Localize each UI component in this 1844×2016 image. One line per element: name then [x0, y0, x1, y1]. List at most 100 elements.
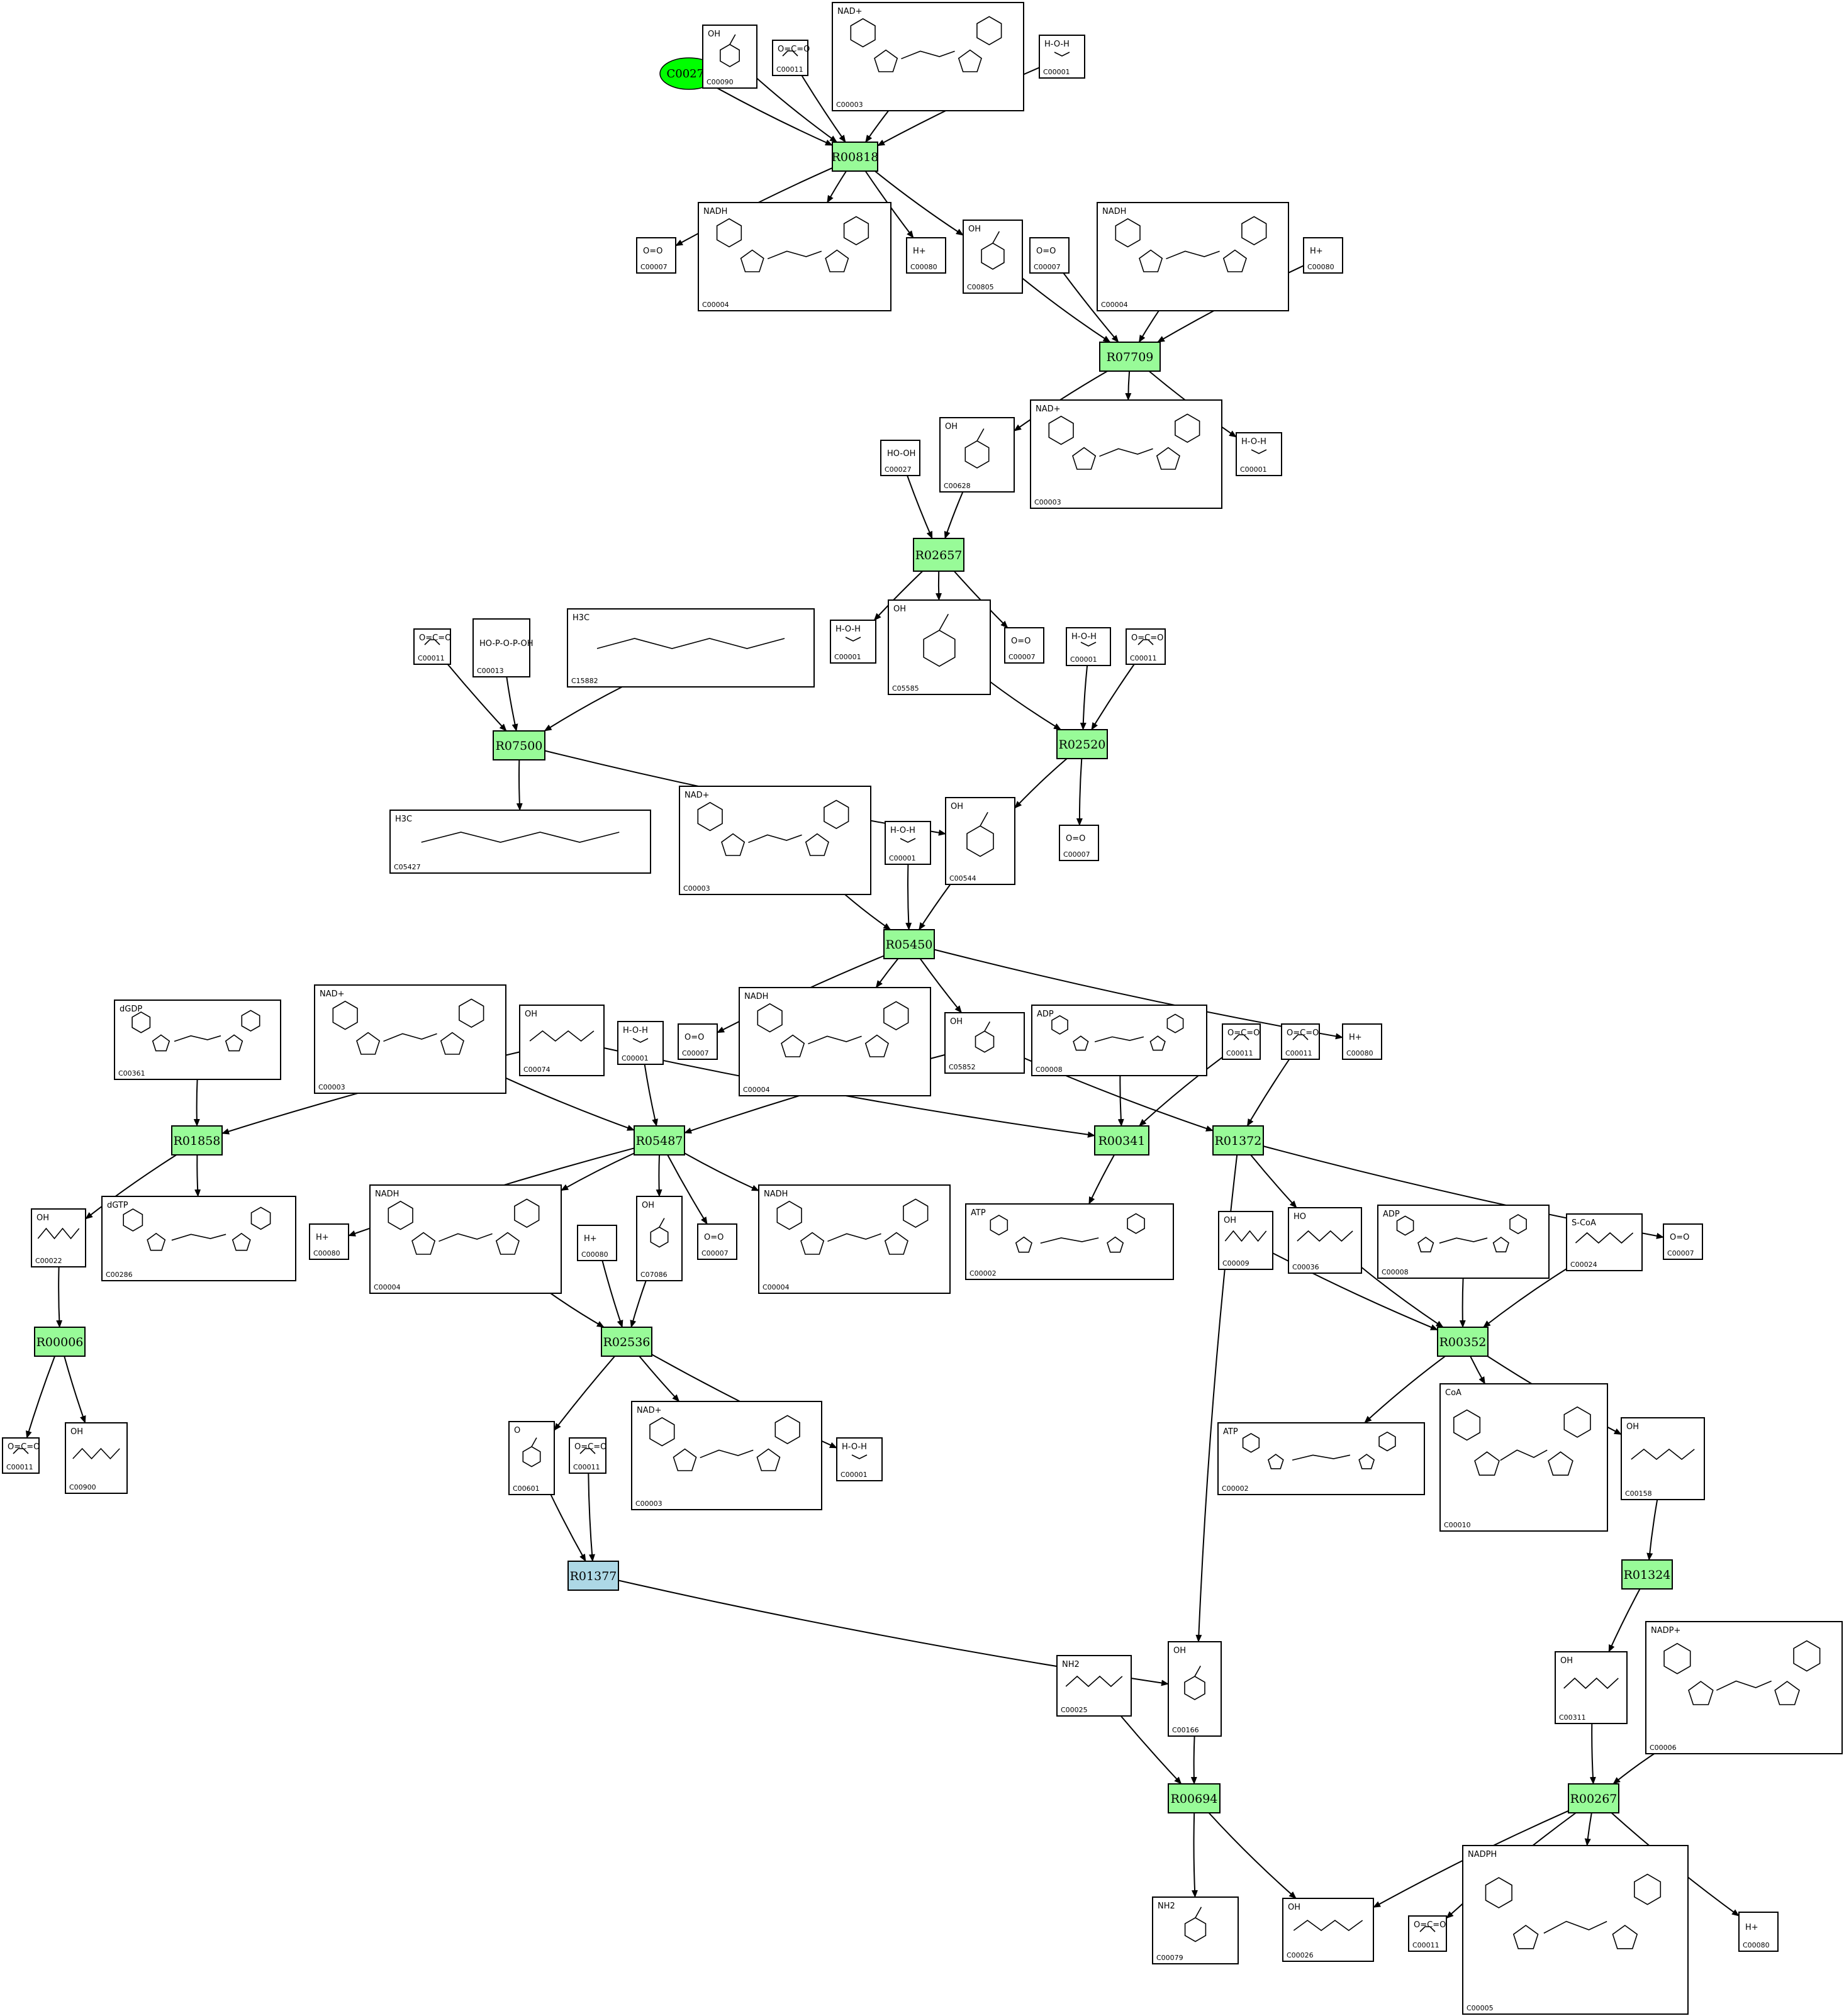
compound-C00003[interactable]: NAD+C00003	[832, 2, 1024, 111]
reaction-R00352[interactable]: R00352	[1437, 1327, 1489, 1357]
compound-structure-label: H-O-H	[623, 1026, 648, 1035]
compound-C00003[interactable]: NAD+C00003	[314, 984, 506, 1094]
reaction-R00267[interactable]: R00267	[1568, 1783, 1619, 1813]
edge-r16-to-n67	[1191, 1812, 1198, 1898]
compound-structure-label: O=C=O	[1227, 1028, 1260, 1038]
compound-C00080[interactable]: H+C00080	[309, 1223, 349, 1260]
reaction-R01377[interactable]: R01377	[567, 1561, 619, 1591]
reaction-R07709[interactable]: R07709	[1099, 342, 1161, 372]
reaction-R05450[interactable]: R05450	[883, 929, 935, 959]
reaction-R00818[interactable]: R00818	[832, 142, 879, 172]
compound-C00080[interactable]: H+C00080	[1303, 237, 1343, 274]
co2-icon	[1419, 1926, 1436, 1932]
reaction-R05487[interactable]: R05487	[634, 1125, 685, 1156]
reaction-R02520[interactable]: R02520	[1056, 729, 1108, 759]
reaction-R02657[interactable]: R02657	[913, 538, 964, 572]
edge-r2-to-n13	[1125, 370, 1132, 401]
compound-code: C00013	[477, 667, 504, 675]
reaction-R00694[interactable]: R00694	[1168, 1783, 1221, 1813]
compound-code: C00080	[313, 1249, 340, 1257]
reaction-R01324[interactable]: R01324	[1621, 1559, 1673, 1590]
reaction-R01858[interactable]: R01858	[171, 1125, 223, 1156]
compound-C00003[interactable]: NAD+C00003	[631, 1401, 822, 1510]
compound-box	[1097, 202, 1289, 311]
compound-structure-label: OH	[708, 30, 720, 39]
reaction-R00341[interactable]: R00341	[1094, 1125, 1149, 1156]
compound-C00080[interactable]: H+C00080	[577, 1225, 617, 1261]
reaction-R00006[interactable]: R00006	[34, 1327, 86, 1357]
compound-C00003[interactable]: NAD+C00003	[1030, 399, 1222, 509]
compound-C00080[interactable]: H+C00080	[906, 237, 946, 274]
reaction-R02536[interactable]: R02536	[601, 1327, 652, 1357]
reaction-R01372[interactable]: R01372	[1212, 1125, 1264, 1156]
compound-C00006[interactable]: NADP+C00006	[1645, 1621, 1843, 1754]
compound-C00080[interactable]: H+C00080	[1342, 1023, 1382, 1060]
benzene-ring-icon	[650, 1218, 669, 1248]
reaction-R07500[interactable]: R07500	[493, 730, 545, 760]
compound-C00080[interactable]: H+C00080	[1738, 1912, 1779, 1952]
co2-icon	[13, 1448, 29, 1454]
compound-C00003[interactable]: NAD+C00003	[679, 786, 871, 895]
compound-box	[519, 1005, 605, 1076]
